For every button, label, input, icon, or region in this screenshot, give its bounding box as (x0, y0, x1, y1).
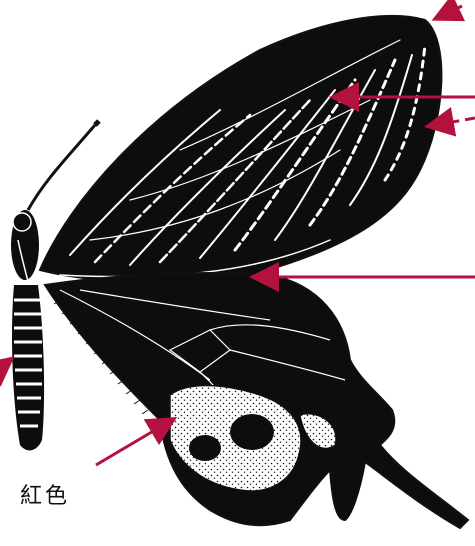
arrow-red-patch (96, 420, 172, 465)
arrow-wing-tip (437, 6, 462, 18)
red-color-label: 紅色 (20, 478, 70, 510)
arrow-abdomen (0, 360, 10, 368)
head (13, 213, 31, 231)
